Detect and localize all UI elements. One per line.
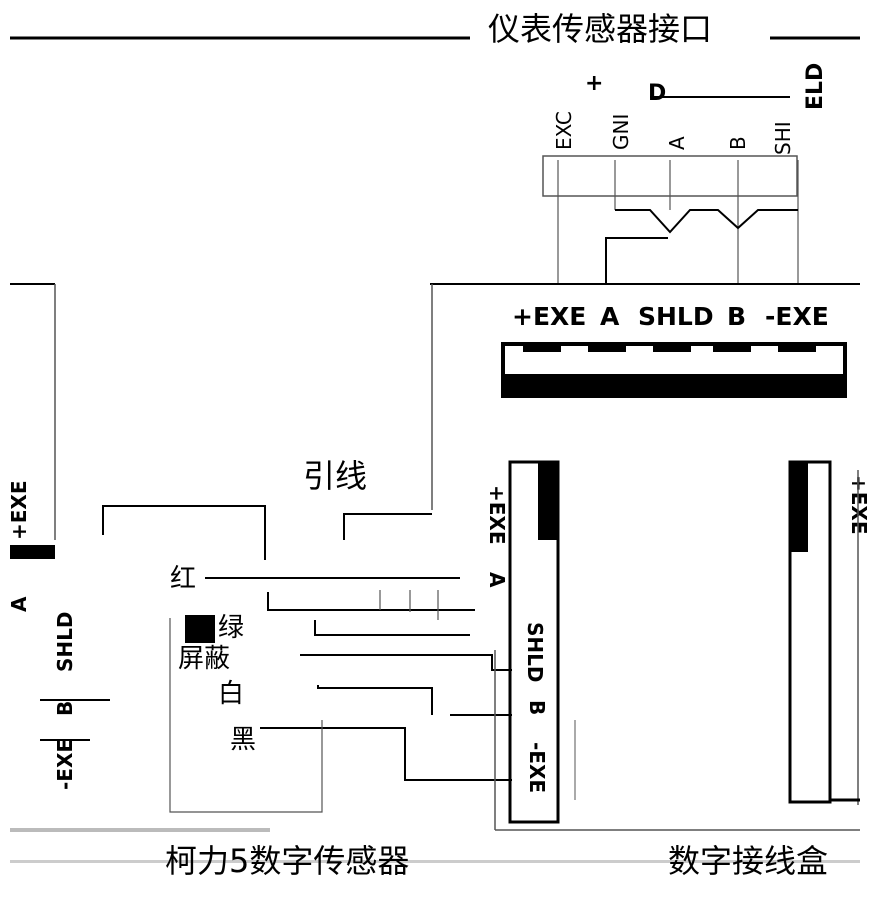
mid-terminal-pexe: +EXE: [485, 485, 509, 545]
left-terminal-shld: SHLD: [53, 612, 77, 673]
left-terminal-nexe: -EXE: [53, 739, 77, 790]
wire-color-labels: 红 绿 屏蔽 白 黑: [170, 564, 256, 755]
lead-label: 引线: [303, 457, 367, 495]
left-terminal-b: B: [53, 701, 77, 716]
mid-terminal: +EXE A SHLD B -EXE: [485, 460, 560, 824]
main-terminal-b: B: [727, 302, 746, 331]
top-plus-mark: +: [585, 71, 603, 96]
title-top: 仪表传感器接口: [488, 10, 712, 48]
wires: [205, 577, 512, 781]
main-terminal-nexe: -EXE: [765, 302, 829, 331]
top-eld-mark: ELD: [803, 63, 828, 110]
wire-white: 白: [218, 679, 244, 709]
top-pin-shi: SHI: [771, 121, 795, 155]
main-terminal-a: A: [600, 302, 620, 331]
mid-terminal-shld: SHLD: [523, 622, 547, 683]
main-terminal-pexe: +EXE: [512, 302, 586, 331]
bottom-label-sensor: 柯力5数字传感器: [165, 842, 409, 880]
wire-shield: 屏蔽: [178, 644, 230, 674]
mid-terminal-nexe: -EXE: [525, 742, 549, 793]
main-terminal-shld: SHLD: [638, 302, 714, 331]
left-terminal-pexe: +EXE: [7, 480, 31, 540]
main-terminal-block: [501, 342, 847, 398]
top-pin-labels: EXC GNI A B SHI: [552, 111, 795, 155]
right-terminal: +EXE: [788, 460, 869, 804]
wire-green: 绿: [218, 613, 244, 643]
top-pin-gnd: GNI: [609, 114, 633, 150]
mid-terminal-b: B: [525, 700, 549, 715]
bottom-label-box: 数字接线盒: [668, 842, 828, 880]
top-pin-b: B: [726, 136, 750, 150]
top-pin-exc: EXC: [552, 111, 576, 150]
main-terminal-labels: +EXE A SHLD B -EXE: [512, 302, 829, 331]
wire-black: 黑: [230, 725, 256, 755]
top-pin-a: A: [665, 136, 689, 150]
top-d-mark: D: [648, 81, 666, 106]
mid-terminal-a: A: [485, 572, 509, 588]
left-terminal: -EXE B SHLD A +EXE: [7, 480, 110, 800]
left-terminal-a: A: [7, 596, 31, 612]
wire-red: 红: [170, 564, 196, 594]
